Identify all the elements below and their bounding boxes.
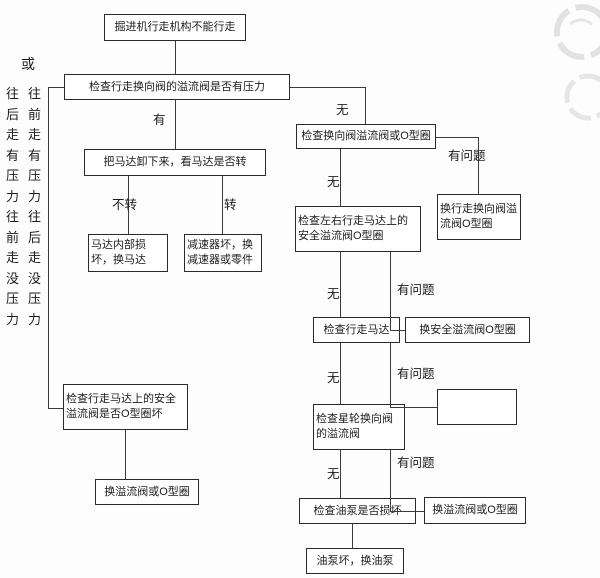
watermark [554, 4, 600, 121]
edge-label-problem-1: 有问题 [448, 149, 486, 163]
condition-forward-pressure: 往前走有压力往后走没压力 [27, 86, 41, 327]
edge-label-no-1: 无 [336, 103, 349, 117]
node-check-lr-motor-valves: 检查左右行走马达上的安全溢流阀O型圈 [295, 206, 421, 252]
connector-pressure-yes [175, 100, 176, 149]
connector-motor-no [340, 343, 341, 404]
connector-pressure-no-h [290, 87, 365, 88]
node-check-motor-safety-valve: 检查行走马达上的安全溢流阀是否O型圈坏 [63, 384, 188, 430]
connector-reversing-no [340, 149, 341, 206]
node-replace-travel-valve-oring: 换行走换向阀溢流阀O型圈 [437, 194, 521, 240]
node-unlabeled [437, 389, 517, 425]
edge-label-no-4: 无 [327, 371, 340, 385]
connector-star-problem-v [390, 450, 391, 511]
connector-lr-problem-v [390, 252, 391, 330]
node-check-pressure: 检查行走换向阀的溢流阀是否有压力 [64, 74, 290, 100]
connector-motor-problem-v [390, 343, 391, 407]
edge-label-no-5: 无 [327, 467, 340, 481]
node-remove-motor: 把马达卸下来，看马达是否转 [84, 149, 266, 176]
connector-pump [352, 524, 353, 548]
connector-lr-problem-h [390, 330, 405, 331]
connector-pressure-no-v [365, 87, 366, 124]
connector-not-turning [128, 176, 129, 234]
node-check-travel-motor: 检查行走马达 [313, 317, 400, 343]
edge-label-problem-3: 有问题 [397, 367, 435, 381]
connector-or-h-bottom [48, 408, 63, 409]
node-replace-oil-pump: 油泵坏，换油泵 [306, 548, 404, 574]
connector-reversing-problem-h [436, 137, 478, 138]
edge-label-has-pressure: 有 [153, 113, 166, 127]
node-check-star-valve: 检查星轮换向阀的溢流阀 [313, 404, 405, 450]
edge-label-no-3: 无 [327, 287, 340, 301]
edge-label-or: 或 [21, 56, 35, 72]
edge-label-not-turning: 不转 [112, 198, 138, 212]
connector-start-check [175, 41, 176, 74]
node-reducer-broken: 减速器坏，换减速器或零件 [184, 234, 262, 272]
node-check-reversing-valve: 检查换向阀溢流阀或O型圈 [296, 124, 436, 149]
node-replace-valve-oring-right: 换溢流阀或O型圈 [424, 497, 526, 524]
condition-backward-pressure: 往后走有压力往前走没压力 [5, 86, 19, 327]
connector-motor-problem-h [390, 407, 437, 408]
edge-label-problem-4: 有问题 [397, 456, 435, 470]
connector-or-v [48, 87, 49, 408]
node-start: 掘进机行走机构不能行走 [104, 14, 246, 41]
edge-label-turning: 转 [224, 198, 237, 212]
connector-star-no [340, 450, 341, 498]
connector-or-h-top [48, 87, 64, 88]
connector-turning [222, 176, 223, 234]
connector-reversing-problem-v [478, 137, 479, 194]
edge-label-no-2: 无 [327, 175, 340, 189]
node-motor-damaged: 马达内部损坏，换马达 [88, 234, 168, 272]
edge-label-problem-2: 有问题 [397, 283, 435, 297]
node-replace-safety-valve-oring: 换安全溢流阀O型圈 [405, 317, 530, 343]
connector-lr-no [340, 252, 341, 317]
connector-left-replace [125, 430, 126, 479]
node-replace-valve-oring-left: 换溢流阀或O型圈 [95, 479, 199, 505]
connector-star-problem-h [390, 511, 424, 512]
